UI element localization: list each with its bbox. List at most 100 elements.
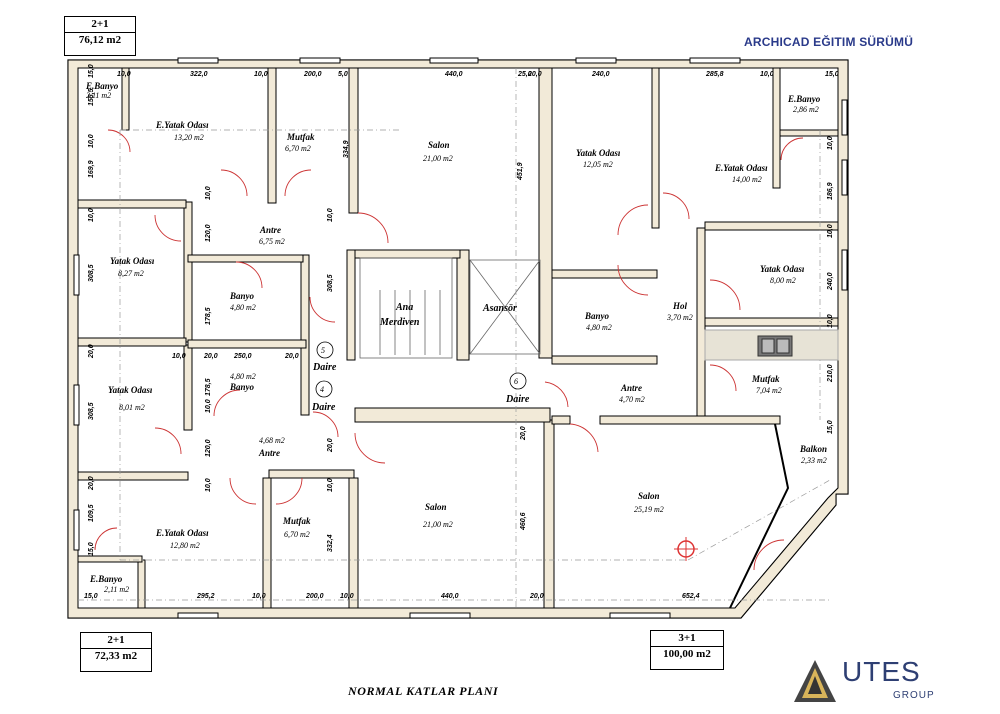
utes-logo-icon	[794, 660, 836, 702]
daire-label: Daire	[312, 362, 337, 373]
room-area: 2,86 m2	[793, 105, 819, 114]
window	[409, 612, 471, 619]
dimension: 10,0	[827, 224, 834, 238]
room-name: Yatak Odası	[108, 385, 153, 395]
wall	[300, 254, 310, 416]
room-area: 4,80 m2	[230, 303, 256, 312]
unit-area: 100,00 m2	[651, 646, 723, 662]
window	[609, 612, 671, 619]
wall	[456, 249, 470, 361]
dimension: 10,0	[827, 314, 834, 328]
unit-type: 3+1	[678, 632, 696, 644]
window	[429, 57, 479, 64]
target-marker-icon	[674, 537, 698, 561]
unit-markers	[315, 341, 527, 398]
window	[73, 384, 80, 426]
room-name: Banyo	[229, 382, 255, 392]
room-area: 4,80 m2	[230, 372, 256, 381]
window	[841, 99, 848, 136]
room-area: 4,70 m2	[619, 395, 645, 404]
dimension: 10,0	[117, 71, 131, 78]
room-name: E.Banyo	[89, 574, 123, 584]
dimension-labels: 10,0 322,0 10,0 200,0 5,0 440,0 25,0 20,…	[84, 64, 839, 600]
dimension: 10,0	[327, 208, 334, 222]
unit-area: 72,33 m2	[81, 648, 151, 664]
room-name: Yatak Odası	[760, 264, 805, 274]
dimension: 285,8	[705, 71, 724, 78]
room-area: 8,00 m2	[770, 276, 796, 285]
unit-4-marker	[315, 380, 333, 398]
dimension: 15,0	[827, 420, 834, 434]
room-name: Yatak Odası	[110, 256, 155, 266]
room-name: Salon	[638, 491, 660, 501]
dimension: 169,9	[88, 160, 95, 178]
wall	[651, 67, 660, 229]
wall	[77, 471, 189, 481]
room-area: 12,05 m2	[583, 160, 613, 169]
dimension: 15,0	[84, 593, 98, 600]
balcony-wall	[729, 423, 790, 609]
room-name: Mutfak	[286, 132, 315, 142]
wall	[543, 419, 555, 609]
ana-label: Ana	[395, 302, 413, 313]
wall	[183, 201, 193, 343]
wall	[262, 477, 272, 609]
dimension: 20,0	[284, 353, 299, 360]
window	[299, 57, 341, 64]
dimension: 652,4	[682, 593, 700, 600]
room-area: 14,00 m2	[732, 175, 762, 184]
room-area: 21,00 m2	[423, 520, 453, 529]
dimension: 20,0	[203, 353, 218, 360]
merdiven-label: Merdiven	[379, 317, 420, 328]
dimension: 20,0	[327, 438, 334, 453]
room-area: 7,04 m2	[756, 386, 782, 395]
daire-label: Daire	[311, 402, 336, 413]
dimension: 120,0	[205, 439, 212, 457]
elevator-shaft	[469, 259, 541, 355]
wall	[77, 337, 187, 347]
wall	[779, 129, 839, 137]
dimension: 178,5	[205, 378, 212, 396]
dimension: 15,0	[88, 542, 95, 556]
wall	[704, 317, 839, 327]
dimension: 10,0	[827, 136, 834, 150]
room-name: Banyo	[584, 311, 610, 321]
asansor-label: Asansör	[482, 303, 517, 314]
wall	[551, 415, 571, 425]
window	[689, 57, 741, 64]
dimension: 440,0	[440, 593, 459, 600]
door-swings	[94, 129, 804, 571]
dimension: 451,9	[517, 162, 524, 181]
room-area: 8,27 m2	[118, 269, 144, 278]
dimension: 20,0	[529, 593, 544, 600]
unit-area: 76,12 m2	[65, 32, 135, 48]
dimension: 308,5	[88, 264, 95, 282]
room-name: E.Banyo	[85, 81, 119, 91]
room-area: 8,01 m2	[119, 403, 145, 412]
unit-6-number: 6	[514, 377, 518, 386]
dimension: 10,0	[340, 593, 354, 600]
dimension: 155,5	[88, 88, 95, 106]
room-area: 4,80 m2	[586, 323, 612, 332]
dimension: 10,0	[205, 478, 212, 492]
wall	[551, 355, 658, 365]
wall	[354, 249, 461, 259]
window	[177, 612, 219, 619]
room-name: Balkon	[799, 444, 827, 454]
room-area: 13,20 m2	[174, 133, 204, 142]
wall	[187, 254, 304, 263]
logo-sub: GROUP	[893, 690, 935, 701]
dimension: 334,9	[343, 140, 350, 158]
room-name: Antre	[620, 383, 642, 393]
dimension: 440,0	[444, 71, 463, 78]
dimension: 210,0	[827, 364, 834, 383]
wall	[348, 477, 359, 609]
room-name: Antre	[259, 225, 281, 235]
unit-box-bottom-right: 3+1 100,00 m2	[650, 630, 724, 670]
room-area: 2,33 m2	[801, 456, 827, 465]
room-name: Banyo	[229, 291, 255, 301]
dimension: 186,9	[827, 182, 834, 200]
wall	[268, 469, 355, 479]
wall	[267, 67, 277, 204]
room-name: E.Yatak Odası	[155, 528, 209, 538]
